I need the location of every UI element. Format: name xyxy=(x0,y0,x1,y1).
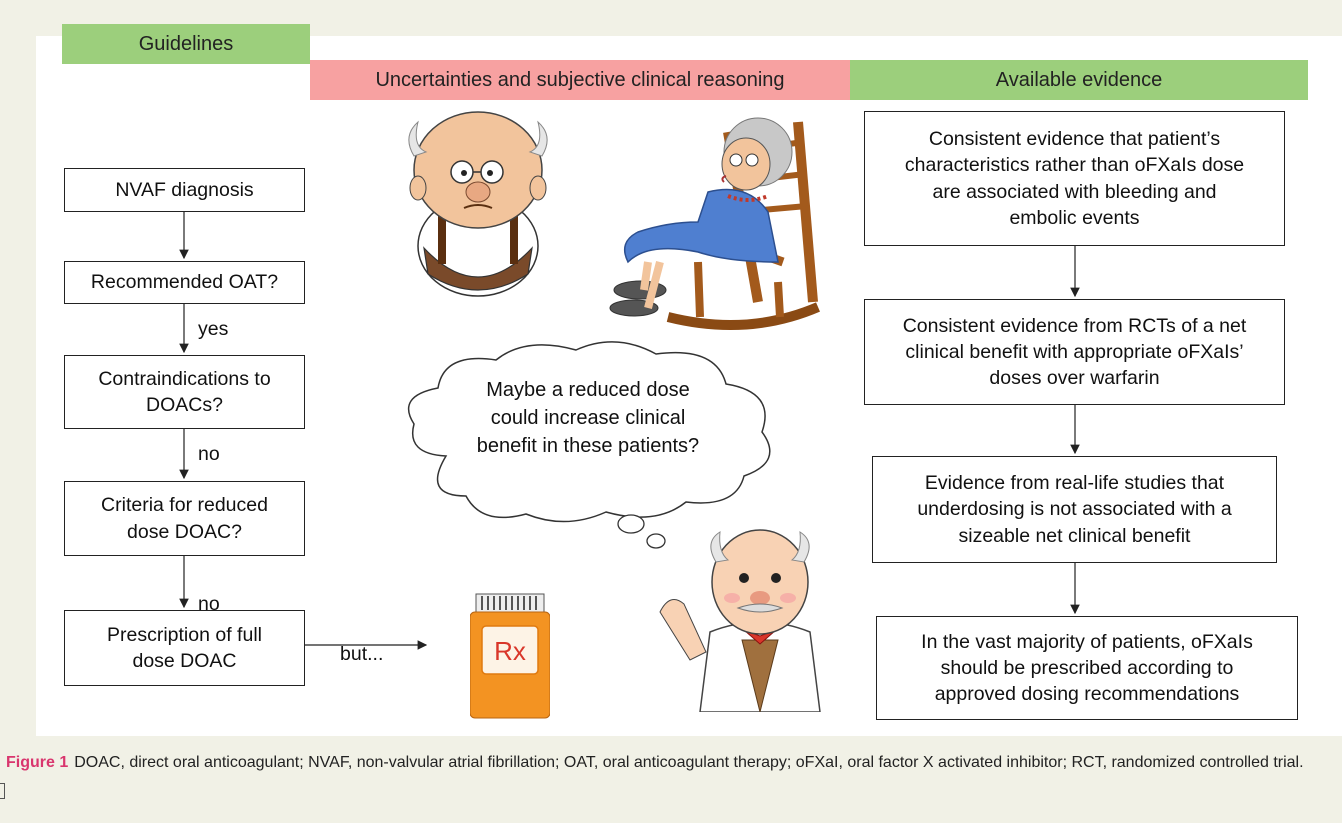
evidence1-line4: embolic events xyxy=(1009,206,1140,229)
box-contraindications: Contraindications to DOACs? xyxy=(64,355,305,429)
label-no-1: no xyxy=(198,443,220,465)
contra-line1: Contraindications to xyxy=(98,367,271,390)
thought-line2: could increase clinical xyxy=(490,407,686,429)
thought-line3: benefit in these patients? xyxy=(476,435,700,457)
box-nvaf-diagnosis: NVAF diagnosis xyxy=(64,168,305,212)
evidence3-line3: sizeable net clinical benefit xyxy=(958,524,1191,547)
label-but: but... xyxy=(340,643,384,665)
box-evidence-3: Evidence from real-life studies that und… xyxy=(872,456,1277,563)
prescription-line2: dose DOAC xyxy=(132,650,237,672)
caption-text: DOAC, direct oral anticoagulant; NVAF, n… xyxy=(74,754,1304,771)
evidence4-line3: approved dosing recommendations xyxy=(934,683,1240,706)
evidence2-line3: doses over warfarin xyxy=(989,367,1160,390)
caption-label: Figure 1 xyxy=(6,754,69,771)
label-no-2: no xyxy=(198,593,220,615)
header-guidelines: Guidelines xyxy=(62,24,310,64)
recommended-oat-text: Recommended OAT? xyxy=(90,271,279,294)
thought-text: Maybe a reduced dose could increase clin… xyxy=(438,376,738,460)
header-uncertainties: Uncertainties and subjective clinical re… xyxy=(310,60,850,100)
header-guidelines-label: Guidelines xyxy=(138,32,234,55)
box-evidence-4: In the vast majority of patients, oFXaIs… xyxy=(876,616,1298,720)
prescription-line1: Prescription of full xyxy=(107,623,262,646)
box-prescription-full-dose: Prescription of full dose DOAC xyxy=(64,610,305,686)
box-recommended-oat: Recommended OAT? xyxy=(64,261,305,304)
margin-mark xyxy=(0,783,5,799)
elderly-woman-rocking-chair-icon xyxy=(609,117,820,330)
evidence4-line2: should be prescribed according to xyxy=(940,656,1234,679)
elderly-man-icon xyxy=(408,111,548,297)
evidence1-line2: characteristics rather than oFXaIs dose xyxy=(904,154,1245,177)
header-uncertainties-label: Uncertainties and subjective clinical re… xyxy=(375,68,785,91)
prescription-bottle-icon xyxy=(470,593,550,719)
header-evidence-label: Available evidence xyxy=(995,68,1163,91)
rx-label: Rx xyxy=(494,636,526,666)
label-yes: yes xyxy=(198,318,229,340)
nvaf-text: NVAF diagnosis xyxy=(115,178,254,201)
thought-cloud-icon xyxy=(407,341,771,549)
evidence3-line2: underdosing is not associated with a xyxy=(917,498,1232,521)
evidence1-line3: are associated with bleeding and xyxy=(932,180,1217,203)
thought-line1: Maybe a reduced dose xyxy=(486,379,690,401)
figure-caption: Figure 1 DOAC, direct oral anticoagulant;… xyxy=(6,750,1336,776)
criteria-line2: dose DOAC? xyxy=(127,520,242,543)
evidence3-line1: Evidence from real-life studies that xyxy=(924,472,1225,495)
contra-line2: DOACs? xyxy=(146,394,223,416)
evidence2-line1: Consistent evidence from RCTs of a net xyxy=(902,314,1247,337)
evidence1-line1: Consistent evidence that patient’s xyxy=(928,127,1221,150)
box-evidence-2: Consistent evidence from RCTs of a net c… xyxy=(864,299,1285,405)
doctor-icon xyxy=(659,529,821,712)
evidence2-line2: clinical benefit with appropriate oFXaIs… xyxy=(905,340,1244,363)
evidence4-line1: In the vast majority of patients, oFXaIs xyxy=(921,630,1253,653)
box-criteria-reduced-dose: Criteria for reduced dose DOAC? xyxy=(64,481,305,556)
header-evidence: Available evidence xyxy=(850,60,1308,100)
criteria-line1: Criteria for reduced xyxy=(101,494,268,517)
box-evidence-1: Consistent evidence that patient’s chara… xyxy=(864,111,1285,246)
